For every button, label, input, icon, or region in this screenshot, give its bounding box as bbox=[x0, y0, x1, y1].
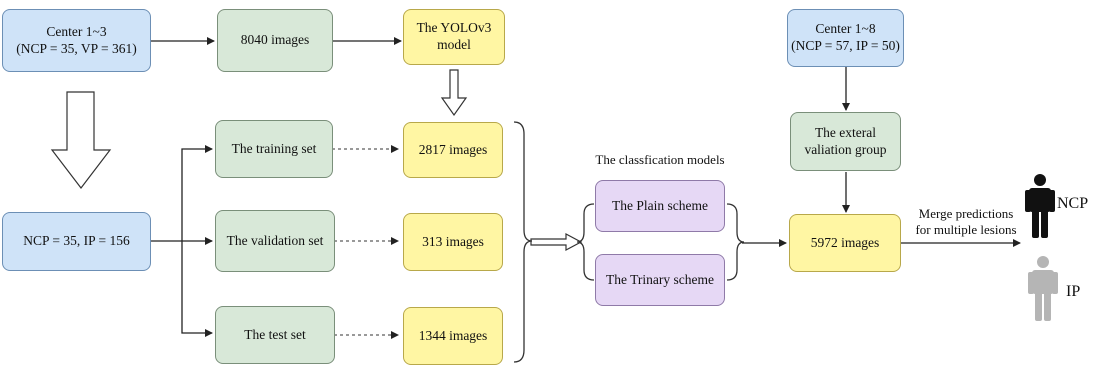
images-5972-box: 5972 images bbox=[789, 214, 901, 272]
curly-brace-schemes-right bbox=[726, 203, 745, 281]
hollow-arrow-down-large bbox=[50, 91, 112, 189]
curly-brace-schemes-left bbox=[576, 203, 595, 281]
ncp-ip-box: NCP = 35, IP = 156 bbox=[2, 212, 151, 271]
connector-lines bbox=[150, 37, 1021, 337]
classification-models-label: The classfication models bbox=[595, 152, 725, 167]
images-313-box: 313 images bbox=[403, 213, 503, 271]
dashed-connectors bbox=[332, 145, 399, 339]
trinary-scheme-box: The Trinary scheme bbox=[595, 254, 725, 306]
images-1344-box: 1344 images bbox=[403, 307, 503, 365]
center-1-8-box: Center 1~8 (NCP = 57, IP = 50) bbox=[787, 9, 904, 67]
curly-brace-image-sets bbox=[513, 121, 533, 363]
hollow-arrow-right bbox=[530, 233, 583, 251]
test-set-box: The test set bbox=[215, 306, 335, 364]
ip-label: IP bbox=[1066, 283, 1081, 300]
person-ncp-icon bbox=[1025, 174, 1055, 238]
merge-predictions-label: Merge predictions for multiple lesions bbox=[915, 206, 1017, 238]
yolo-model-box: The YOLOv3 model bbox=[403, 9, 505, 65]
images-8040-box: 8040 images bbox=[217, 9, 333, 72]
validation-set-box: The validation set bbox=[215, 210, 335, 272]
ncp-label: NCP bbox=[1057, 195, 1089, 212]
plain-scheme-box: The Plain scheme bbox=[595, 180, 725, 232]
training-set-box: The training set bbox=[215, 120, 333, 178]
hollow-arrow-down-small bbox=[440, 69, 468, 117]
center-1-3-box: Center 1~3 (NCP = 35, VP = 361) bbox=[2, 9, 151, 72]
person-ip-icon bbox=[1028, 256, 1058, 321]
images-2817-box: 2817 images bbox=[403, 122, 503, 178]
external-validation-group-box: The exteral valiation group bbox=[790, 112, 901, 171]
